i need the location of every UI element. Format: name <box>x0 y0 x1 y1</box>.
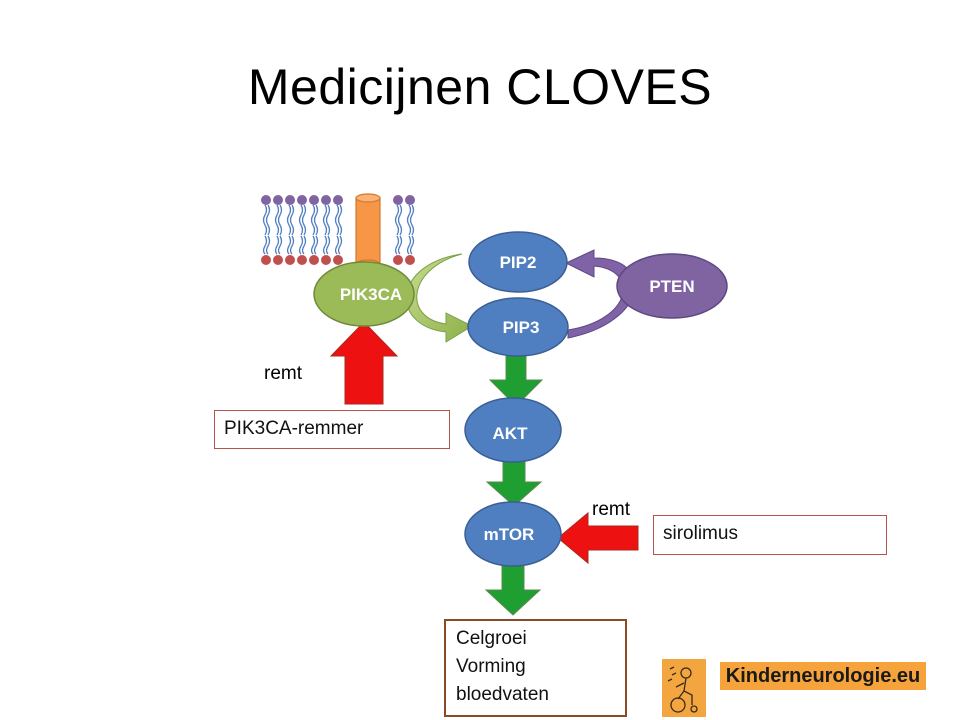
node-mtor-label: mTOR <box>484 525 535 544</box>
lipid-tail <box>286 235 292 255</box>
outcome-line-2: Vorming <box>456 656 526 677</box>
lipid-tail <box>337 235 343 255</box>
lipid-tail <box>265 235 271 255</box>
lipid-head-bottom <box>273 255 283 265</box>
lipid-head-top <box>309 195 319 205</box>
lipid-tail <box>277 235 283 255</box>
lipid-heads-bottom <box>261 255 415 265</box>
sirolimus-box: sirolimus <box>653 515 887 555</box>
lipid-tail <box>334 204 340 236</box>
lipid-tail <box>301 235 307 255</box>
mtor-to-outcome-arrow <box>484 564 542 616</box>
node-pip3-label: PIP3 <box>503 318 540 337</box>
lipid-head-top <box>297 195 307 205</box>
kinderneurologie-logo[interactable]: Kinderneurologie.eu <box>662 659 930 717</box>
lipid-tail <box>394 235 400 255</box>
lipid-head-top <box>393 195 403 205</box>
lipid-tail <box>262 204 268 236</box>
node-pten: PTEN <box>616 253 728 319</box>
lipid-tail <box>274 235 280 255</box>
lipid-tail <box>310 204 316 236</box>
lipid-tail <box>337 204 343 236</box>
akt-to-mtor-arrow <box>485 456 543 507</box>
lipid-tail <box>265 204 271 236</box>
lipid-tail <box>325 204 331 236</box>
lipid-head-bottom <box>297 255 307 265</box>
lipid-tails <box>262 204 415 255</box>
node-mtor: mTOR <box>464 501 562 567</box>
lipid-tail <box>322 235 328 255</box>
remt-label-left: remt <box>264 363 303 384</box>
lipid-head-bottom <box>333 255 343 265</box>
lipid-tail <box>325 235 331 255</box>
lipid-tail <box>286 204 292 236</box>
lipid-tail <box>406 235 412 255</box>
lipid-tail <box>274 204 280 236</box>
lipid-tail <box>406 204 412 236</box>
lipid-tail <box>298 235 304 255</box>
lipid-tail <box>289 235 295 255</box>
lipid-head-top <box>285 195 295 205</box>
remt-label-right: remt <box>592 499 631 520</box>
lipid-tail <box>397 235 403 255</box>
lipid-tail <box>289 204 295 236</box>
pip3-to-akt-arrow <box>488 354 544 407</box>
mtor-inhibition-arrow <box>557 511 639 565</box>
outcome-box: Celgroei Vorming bloedvaten <box>444 619 627 717</box>
node-pik3ca: PIK3CA <box>313 261 415 327</box>
node-pip2-label: PIP2 <box>500 253 537 272</box>
outcome-line-3: bloedvaten <box>456 684 549 705</box>
lipid-head-top <box>273 195 283 205</box>
pik3ca-inhibition-arrow <box>329 321 399 405</box>
node-pip2: PIP2 <box>468 231 568 293</box>
lipid-tail <box>277 204 283 236</box>
lipid-head-bottom <box>285 255 295 265</box>
node-pip3: PIP3 <box>467 297 569 357</box>
lipid-head-bottom <box>321 255 331 265</box>
lipid-tail <box>322 204 328 236</box>
lipid-tail <box>313 204 319 236</box>
pik3ca-inhibitor-text: PIK3CA-remmer <box>224 418 364 439</box>
lipid-tail <box>394 204 400 236</box>
lipid-tail <box>334 235 340 255</box>
lipid-tail <box>409 204 415 236</box>
lipid-head-bottom <box>261 255 271 265</box>
node-akt-label: AKT <box>493 424 529 443</box>
pip2-to-pip3-arrow <box>406 253 474 343</box>
child-wheelchair-drawing-icon <box>662 659 706 717</box>
lipid-tail <box>262 235 268 255</box>
receptor-cylinder <box>355 193 381 269</box>
outcome-line-1: Celgroei <box>456 628 527 649</box>
lipid-tail <box>313 235 319 255</box>
node-pten-label: PTEN <box>649 277 694 296</box>
lipid-head-bottom <box>393 255 403 265</box>
lipid-head-top <box>333 195 343 205</box>
node-akt: AKT <box>464 397 562 463</box>
node-pik3ca-label: PIK3CA <box>340 285 402 304</box>
lipid-head-top <box>321 195 331 205</box>
lipid-head-bottom <box>309 255 319 265</box>
slide-title: Medicijnen CLOVES <box>247 59 713 115</box>
pik3ca-inhibitor-box: PIK3CA-remmer <box>214 410 450 449</box>
pten-to-pip2-arrow <box>564 249 636 339</box>
logo-text: Kinderneurologie.eu <box>720 662 926 690</box>
lipid-tail <box>310 235 316 255</box>
sirolimus-text: sirolimus <box>663 523 738 544</box>
lipid-head-top <box>405 195 415 205</box>
lipid-tail <box>298 204 304 236</box>
cell-membrane <box>261 193 415 269</box>
lipid-tail <box>397 204 403 236</box>
lipid-head-top <box>261 195 271 205</box>
lipid-tail <box>301 204 307 236</box>
lipid-heads-top <box>261 195 415 205</box>
lipid-tail <box>409 235 415 255</box>
lipid-head-bottom <box>405 255 415 265</box>
